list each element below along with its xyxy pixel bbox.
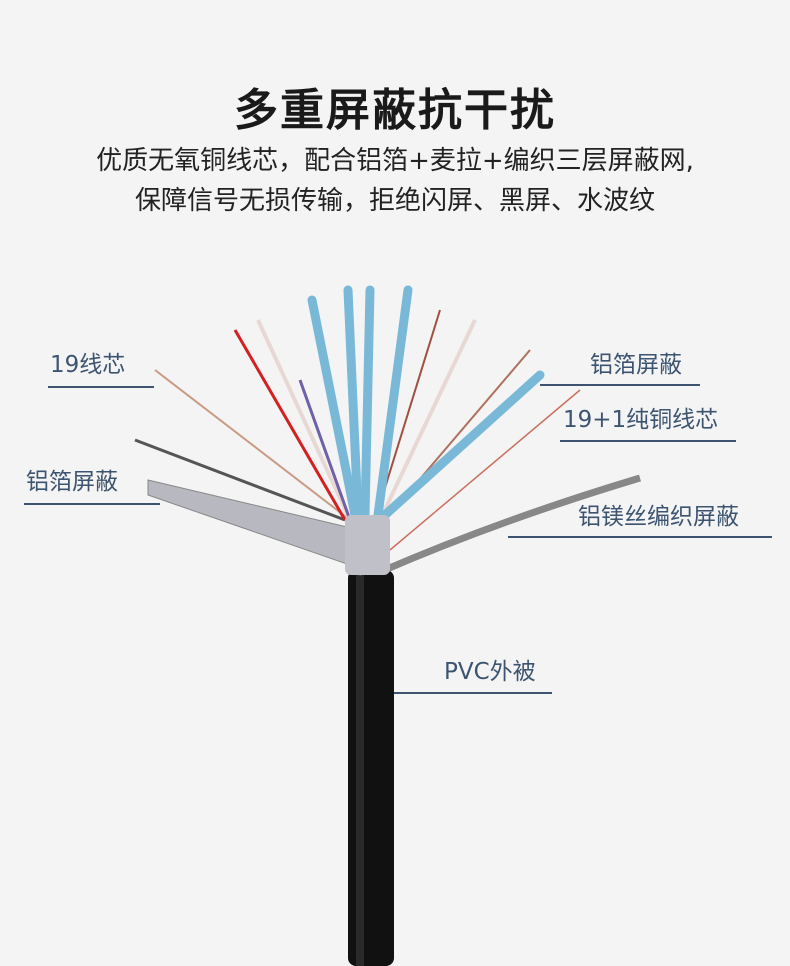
braid-shield xyxy=(378,474,642,576)
copper-wire xyxy=(389,389,581,551)
blue-shielded-pair xyxy=(373,285,413,520)
label-underline xyxy=(540,384,700,386)
label-braid-shield: 铝镁丝编织屏蔽 xyxy=(578,504,739,530)
blue-shielded-pair xyxy=(380,370,545,520)
blue-shielded-pair xyxy=(360,285,375,520)
copper-wire xyxy=(154,369,351,521)
page-title: 多重屏蔽抗干扰 xyxy=(234,85,556,136)
blue-shielded-pair xyxy=(307,295,360,520)
label-underline xyxy=(508,536,772,538)
jacket-highlight xyxy=(356,570,364,966)
purple-wire xyxy=(298,379,352,521)
label-foil-left: 铝箔屏蔽 xyxy=(26,469,118,495)
label-underline xyxy=(560,440,736,442)
label-underline xyxy=(394,692,552,694)
foil-shield-left xyxy=(147,479,361,577)
white-wire xyxy=(256,319,352,521)
subtitle-line-2: 保障信号无损传输，拒绝闪屏、黑屏、水波纹 xyxy=(134,186,655,216)
red-wire xyxy=(233,329,347,521)
drain-wire xyxy=(134,438,346,522)
label-foil-right: 铝箔屏蔽 xyxy=(590,352,682,378)
blue-shielded-pairs xyxy=(307,285,545,520)
subtitle-line-1: 优质无氧铜线芯，配合铝箔+麦拉+编织三层屏蔽网, xyxy=(96,146,694,176)
pvc-jacket xyxy=(348,570,394,966)
label-underline xyxy=(48,386,154,388)
label-19-core: 19线芯 xyxy=(50,352,126,378)
foil-wrap xyxy=(345,515,390,575)
white-wire xyxy=(378,319,477,521)
label-copper-core: 19+1纯铜线芯 xyxy=(563,407,719,433)
label-pvc-jacket: PVC外被 xyxy=(444,659,536,685)
blue-shielded-pair xyxy=(343,285,363,520)
label-underline xyxy=(24,503,160,505)
